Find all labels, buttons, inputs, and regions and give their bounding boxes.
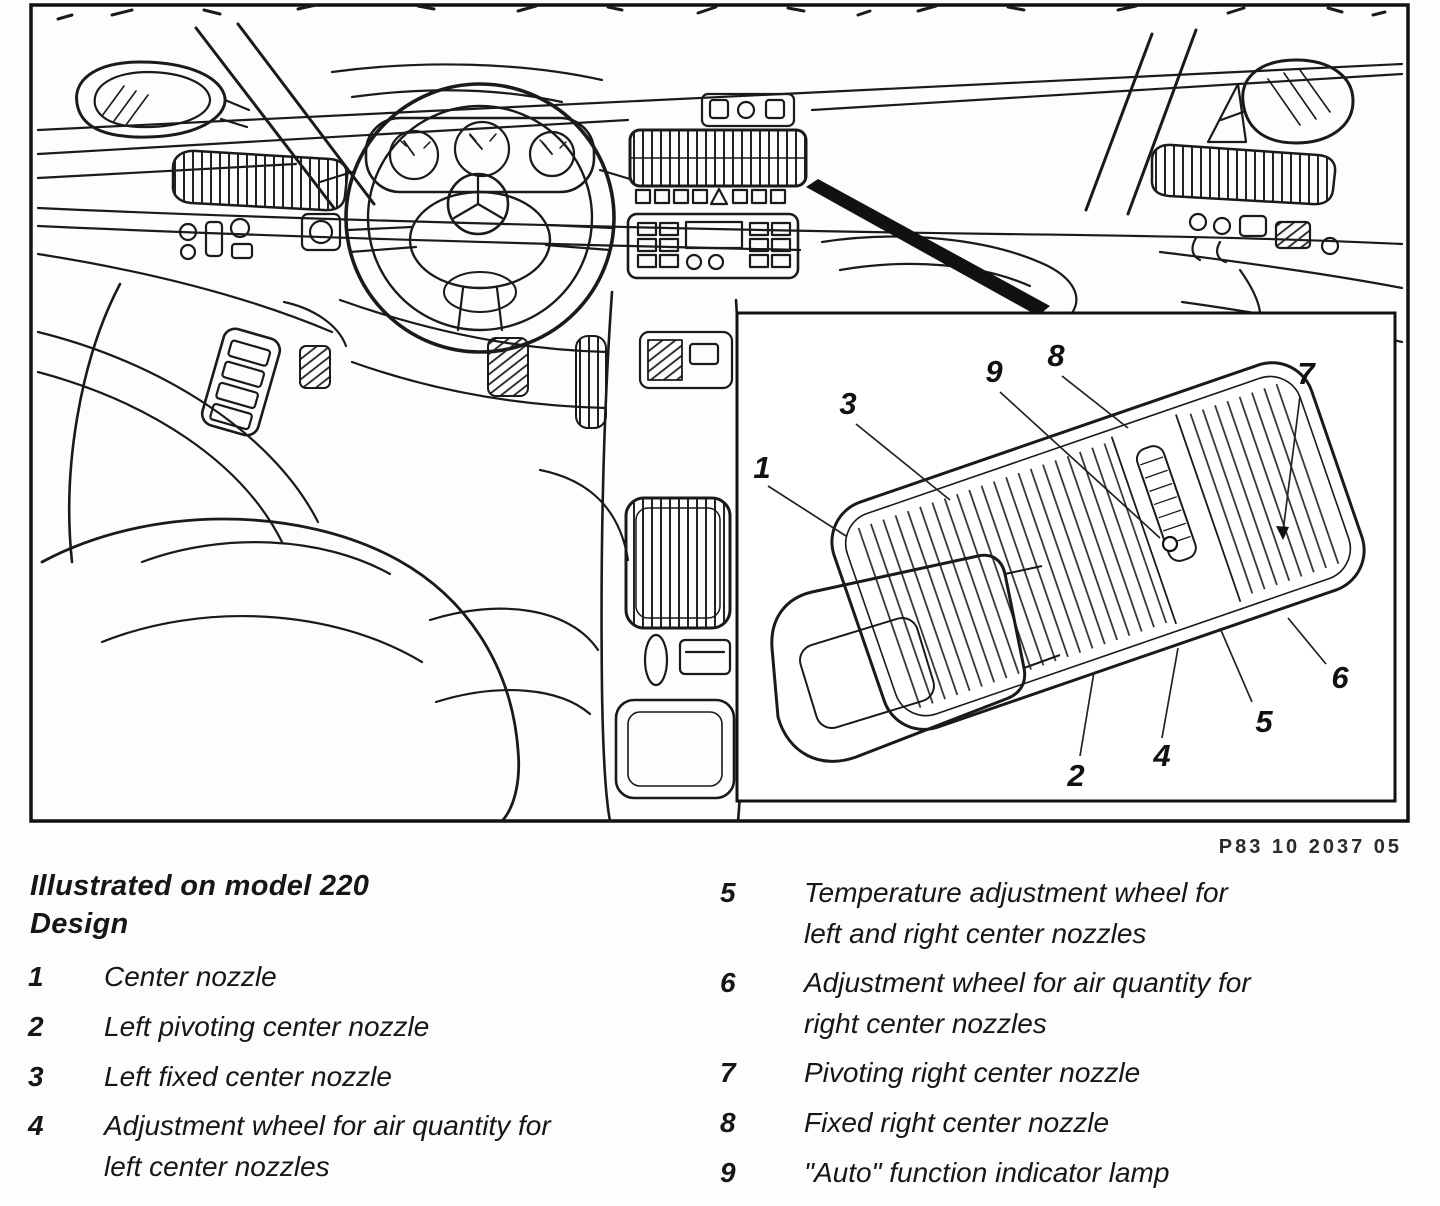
callout-6: 6 bbox=[1331, 660, 1349, 695]
legend-item-text: Pivoting right center nozzle bbox=[804, 1057, 1141, 1089]
legend-item-3: 3 Left fixed center nozzle bbox=[28, 1057, 720, 1098]
callout-3: 3 bbox=[839, 386, 856, 421]
legend-item-text: Center nozzle bbox=[104, 961, 277, 993]
callout-2: 2 bbox=[1066, 758, 1084, 793]
legend: Illustrated on model 220 Design 1 Center… bbox=[0, 860, 1440, 1202]
legend-item-number: 3 bbox=[28, 1060, 44, 1092]
legend-left-column: Illustrated on model 220 Design 1 Center… bbox=[28, 864, 720, 1202]
legend-item-number: 6 bbox=[720, 967, 736, 999]
interior-sketch bbox=[36, 3, 1404, 823]
legend-item-number: 9 bbox=[720, 1156, 736, 1188]
legend-item-text: Left pivoting center nozzle bbox=[104, 1010, 430, 1042]
legend-item-8: 8 Fixed right center nozzle bbox=[720, 1103, 1440, 1144]
callout-9: 9 bbox=[985, 354, 1003, 389]
legend-item-text: "Auto" function indicator lamp bbox=[804, 1156, 1170, 1188]
legend-item-number: 8 bbox=[720, 1106, 736, 1138]
legend-item-text: Temperature adjustment wheel for left an… bbox=[804, 877, 1228, 949]
legend-item-text: Left fixed center nozzle bbox=[104, 1060, 392, 1092]
legend-item-7: 7 Pivoting right center nozzle bbox=[720, 1053, 1440, 1094]
legend-right-column: 5 Temperature adjustment wheel for left … bbox=[720, 864, 1440, 1202]
legend-item-4: 4 Adjustment wheel for air quantity for … bbox=[28, 1106, 720, 1187]
figure-dashboard-diagram: 1 3 9 8 7 6 5 4 2 bbox=[29, 3, 1410, 823]
callout-4: 4 bbox=[1152, 738, 1170, 773]
legend-item-number: 4 bbox=[28, 1110, 44, 1142]
legend-item-5: 5 Temperature adjustment wheel for left … bbox=[720, 873, 1440, 954]
legend-item-1: 1 Center nozzle bbox=[28, 957, 720, 998]
callout-leader-lines bbox=[767, 375, 1327, 757]
legend-title: Illustrated on model 220 Design bbox=[30, 868, 720, 943]
callout-7: 7 bbox=[1297, 356, 1316, 391]
legend-item-9: 9 "Auto" function indicator lamp bbox=[720, 1153, 1440, 1194]
legend-item-number: 7 bbox=[720, 1057, 736, 1089]
duct-connector-lines bbox=[1004, 565, 1061, 669]
legend-title-line1: Illustrated on model 220 bbox=[30, 870, 370, 902]
dashboard-line-drawing: 1 3 9 8 7 6 5 4 2 bbox=[29, 3, 1410, 823]
center-nozzle-grille bbox=[830, 361, 1366, 731]
legend-item-number: 2 bbox=[28, 1010, 44, 1042]
callout-8: 8 bbox=[1047, 338, 1065, 373]
callout-pointer-arrow bbox=[806, 179, 1050, 316]
callout-numbers: 1 3 9 8 7 6 5 4 2 bbox=[753, 338, 1349, 793]
auto-indicator-lamp bbox=[1161, 535, 1179, 553]
legend-item-number: 5 bbox=[720, 877, 736, 908]
legend-item-2: 2 Left pivoting center nozzle bbox=[28, 1007, 720, 1048]
duct-opening bbox=[799, 617, 935, 729]
legend-item-number: 1 bbox=[28, 961, 44, 993]
nozzle-duct bbox=[770, 553, 1027, 763]
callout-1: 1 bbox=[753, 450, 770, 485]
inset-nozzle-panel bbox=[735, 311, 1397, 803]
legend-item-6: 6 Adjustment wheel for air quantity for … bbox=[720, 963, 1440, 1044]
figure-part-number: P83 10 2037 05 bbox=[1218, 836, 1402, 858]
legend-title-line2: Design bbox=[30, 907, 129, 940]
legend-item-text: Fixed right center nozzle bbox=[804, 1106, 1110, 1138]
legend-item-text: Adjustment wheel for air quantity for ri… bbox=[804, 967, 1251, 1039]
figure-border bbox=[29, 3, 1410, 823]
legend-item-text: Adjustment wheel for air quantity for le… bbox=[104, 1110, 551, 1182]
callout-5: 5 bbox=[1255, 704, 1273, 739]
